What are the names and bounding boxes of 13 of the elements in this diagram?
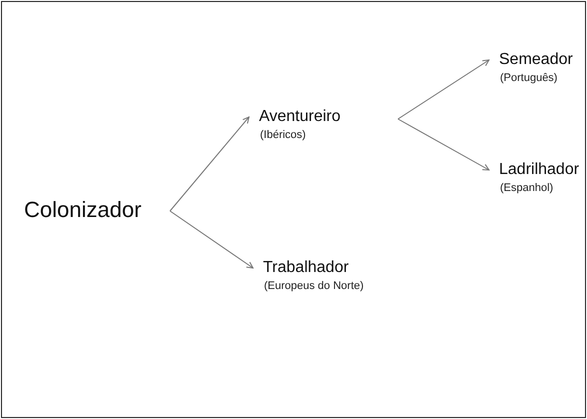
node-title: Ladrilhador xyxy=(499,160,580,180)
node-subtitle: (Ibéricos) xyxy=(260,128,306,142)
arrow xyxy=(398,118,490,170)
node-subtitle: (Europeus do Norte) xyxy=(264,279,364,293)
node-title: Aventureiro xyxy=(259,107,341,127)
node-title: Trabalhador xyxy=(263,258,349,278)
arrow xyxy=(170,210,254,268)
node-subtitle: (Espanhol) xyxy=(500,181,554,195)
node-title: Colonizador xyxy=(24,196,142,224)
node-title: Semeador xyxy=(499,50,573,70)
node-subtitle: (Português) xyxy=(500,71,558,85)
arrow xyxy=(170,116,250,212)
arrow xyxy=(398,60,490,120)
